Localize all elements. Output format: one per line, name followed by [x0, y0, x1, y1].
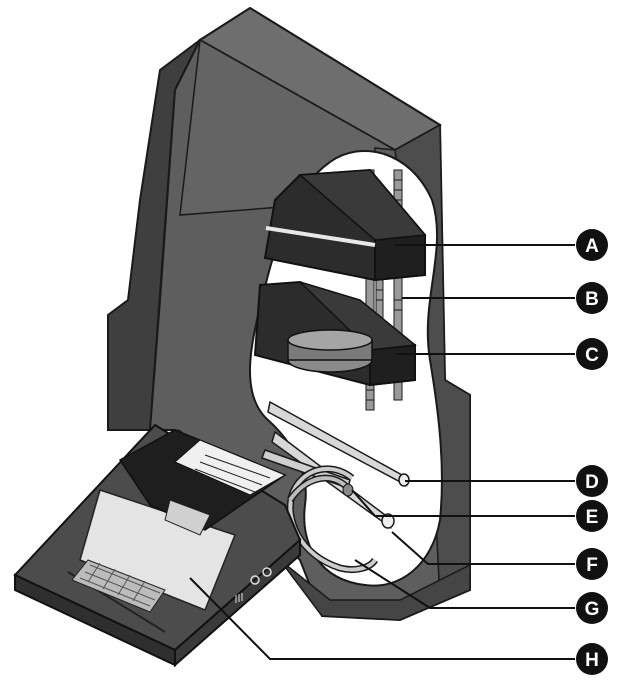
callout-a: A — [576, 229, 608, 261]
callout-h-label: H — [585, 650, 599, 671]
callout-c: C — [576, 338, 608, 370]
leader-e — [351, 489, 575, 517]
callout-f: F — [576, 548, 608, 580]
leader-lines — [189, 244, 575, 660]
callout-d-label: D — [585, 472, 599, 493]
callout-b: B — [576, 282, 608, 314]
callout-f-label: F — [586, 555, 598, 576]
leader-g — [354, 559, 575, 609]
sample-tray — [13, 423, 302, 668]
callout-b-label: B — [585, 289, 599, 310]
upper-block — [263, 168, 427, 282]
callout-a-label: A — [585, 236, 599, 257]
callout-d: D — [576, 465, 608, 497]
callout-e: E — [576, 500, 608, 532]
callout-g-label: G — [585, 599, 600, 620]
callout-e-label: E — [586, 507, 599, 528]
lower-block — [253, 280, 417, 387]
callout-g: G — [576, 592, 608, 624]
callout-h: H — [576, 643, 608, 675]
leader-f — [391, 531, 575, 565]
housing-base — [279, 559, 471, 621]
leader-h — [189, 577, 575, 660]
callout-c-label: C — [585, 345, 599, 366]
